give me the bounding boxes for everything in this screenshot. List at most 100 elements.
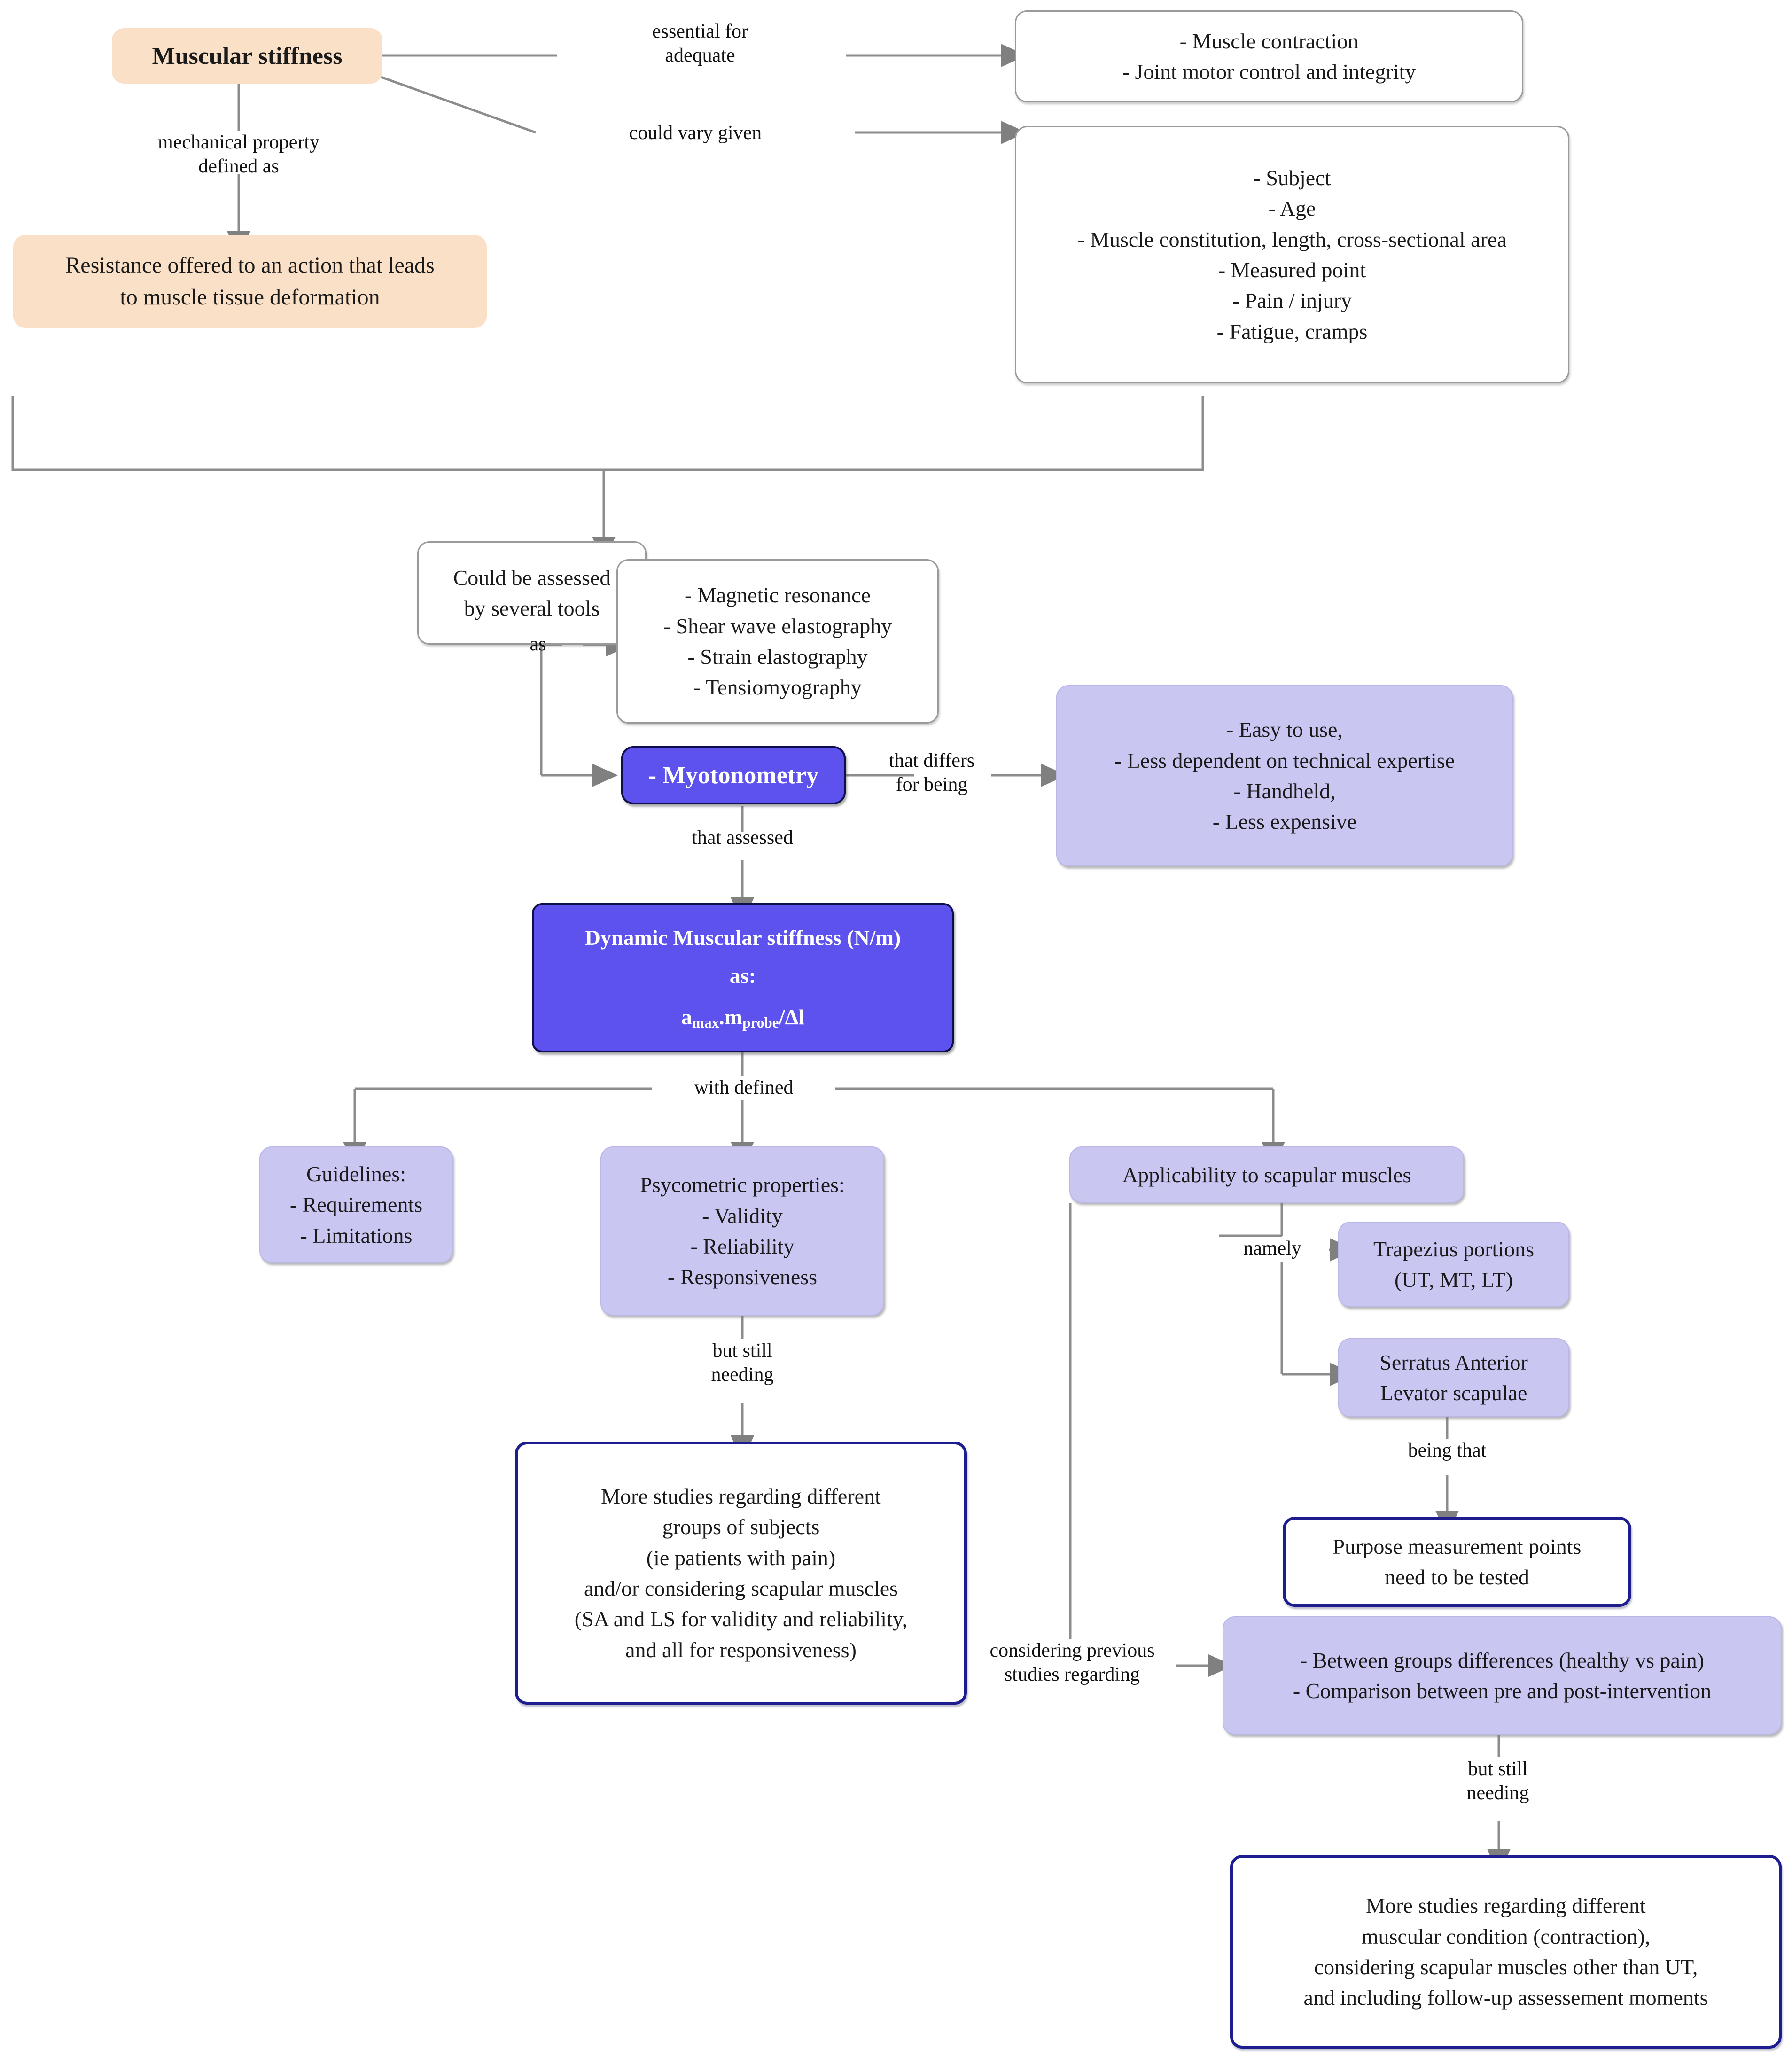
edge-label-considering-previous-studies: considering previous studies regarding — [969, 1639, 1176, 1687]
node-psycometric-line1: Psycometric properties: — [640, 1173, 845, 1197]
node-trapezius-line1: Trapezius portions — [1373, 1237, 1534, 1261]
edge-label-as: as — [512, 632, 564, 656]
edge-label-mechanical-line2: defined as — [198, 156, 279, 178]
node-variation-factors-line4: - Measured point — [1218, 258, 1366, 282]
edge-label-namely-line1: namely — [1243, 1238, 1301, 1259]
node-dynamic-muscular-stiffness[interactable]: Dynamic Muscular stiffness (N/m) as: ama… — [532, 903, 954, 1052]
node-trapezius-portions[interactable]: Trapezius portions (UT, MT, LT) — [1338, 1222, 1569, 1307]
node-more-studies-left-line4: and/or considering scapular muscles — [584, 1576, 898, 1600]
node-more-studies-left-line1: More studies regarding different — [601, 1484, 881, 1509]
node-dynamic-stiffness-formula: amax.mprobe/Δl — [681, 1002, 804, 1033]
node-more-studies-psycometric[interactable]: More studies regarding different groups … — [515, 1442, 967, 1705]
formula-dot-m: .m — [719, 1005, 743, 1029]
node-variation-factors[interactable]: - Subject - Age - Muscle constitution, l… — [1015, 126, 1569, 383]
node-more-studies-left-line3: (ie patients with pain) — [646, 1545, 836, 1570]
node-variation-factors-line3: - Muscle constitution, length, cross-sec… — [1077, 227, 1507, 251]
node-myotonometry-benefits-line1: - Easy to use, — [1226, 717, 1343, 742]
edge-label-that-assessed: that assessed — [648, 826, 836, 850]
node-myotonometry-benefits-line2: - Less dependent on technical expertise — [1114, 748, 1455, 772]
node-resistance-line1: Resistance offered to an action that lea… — [65, 252, 435, 278]
node-previous-studies-line1: - Between groups differences (healthy vs… — [1300, 1648, 1705, 1672]
node-variation-factors-line5: - Pain / injury — [1232, 288, 1352, 313]
node-serratus-line2: Levator scapulae — [1380, 1381, 1527, 1405]
formula-m-subscript: probe — [742, 1014, 779, 1031]
edge-label-that-differs-line1: that differs — [888, 750, 975, 771]
edge-label-could-vary-line1: could vary given — [629, 122, 762, 144]
node-psycometric-line2: - Validity — [702, 1203, 783, 1228]
node-more-studies-conditions[interactable]: More studies regarding different muscula… — [1230, 1855, 1782, 2049]
node-guidelines-line2: - Requirements — [289, 1192, 423, 1217]
node-variation-factors-line1: - Subject — [1253, 166, 1331, 190]
node-more-studies-left-line6: and all for responsiveness) — [625, 1637, 857, 1662]
edge-label-namely: namely — [1216, 1237, 1329, 1261]
edge-label-considering-line1: considering previous — [989, 1640, 1155, 1661]
node-applicability-label: Applicability to scapular muscles — [1122, 1162, 1411, 1187]
node-previous-studies-line2: - Comparison between pre and post-interv… — [1293, 1679, 1712, 1703]
node-more-studies-left-line5: (SA and LS for validity and reliability, — [574, 1607, 908, 1631]
edge-label-but-still-right-line2: needing — [1466, 1782, 1529, 1804]
node-variation-factors-line6: - Fatigue, cramps — [1216, 319, 1368, 343]
edge-label-but-still-left-line2: needing — [711, 1364, 774, 1386]
edge-label-but-still-right-line1: but still — [1468, 1758, 1528, 1780]
node-muscular-stiffness-line1: Muscular stiffness — [152, 42, 343, 70]
node-resistance-definition[interactable]: Resistance offered to an action that lea… — [13, 235, 487, 328]
edge-label-that-assessed-line1: that assessed — [692, 827, 793, 849]
edge-label-with-defined-line1: with defined — [694, 1077, 794, 1099]
edge-label-that-differs-for-being: that differs for being — [864, 749, 1000, 797]
node-myotonometry-benefits-line4: - Less expensive — [1212, 810, 1357, 834]
node-tool-list-line2: - Shear wave elastography — [663, 614, 892, 638]
node-myotonometry-benefits-line3: - Handheld, — [1233, 779, 1336, 803]
edge-label-as-line1: as — [530, 633, 546, 655]
edge-label-that-differs-line2: for being — [896, 774, 968, 796]
node-resistance-line2: to muscle tissue deformation — [120, 285, 380, 310]
edge-label-could-vary-given: could vary given — [531, 121, 860, 145]
edge-label-but-still-needing-left: but still needing — [654, 1339, 831, 1387]
node-tool-list-line4: - Tensiomyography — [693, 675, 862, 700]
node-myotonometry[interactable]: - Myotonometry — [621, 746, 846, 804]
edge-label-mechanical-property: mechanical property defined as — [98, 131, 380, 179]
edge-label-but-still-needing-right: but still needing — [1410, 1757, 1586, 1806]
node-assessed-by-tools-line1: Could be assessed — [453, 565, 611, 590]
node-essential-outcomes-line1: - Muscle contraction — [1179, 29, 1359, 53]
node-tool-list[interactable]: - Magnetic resonance - Shear wave elasto… — [616, 559, 939, 724]
node-essential-outcomes[interactable]: - Muscle contraction - Joint motor contr… — [1015, 10, 1523, 102]
edge-label-essential-line1: essential for — [652, 21, 748, 42]
node-psycometric-properties[interactable]: Psycometric properties: - Validity - Rel… — [600, 1146, 884, 1316]
edge-label-considering-line2: studies regarding — [1004, 1664, 1140, 1686]
node-applicability-scapular[interactable]: Applicability to scapular muscles — [1069, 1146, 1464, 1203]
node-muscular-stiffness[interactable]: Muscular stiffness — [112, 28, 382, 84]
formula-tail: /Δl — [779, 1005, 805, 1029]
node-assessed-by-tools[interactable]: Could be assessed by several tools — [417, 541, 647, 645]
edge-label-with-defined: with defined — [652, 1076, 835, 1100]
node-guidelines[interactable]: Guidelines: - Requirements - Limitations — [259, 1146, 453, 1263]
node-more-studies-right-line3: considering scapular muscles other than … — [1314, 1955, 1698, 1979]
node-assessed-by-tools-line2: by several tools — [464, 596, 600, 620]
node-psycometric-line4: - Responsiveness — [667, 1265, 818, 1289]
node-more-studies-right-line1: More studies regarding different — [1366, 1894, 1646, 1918]
edge-label-being-that-line1: being that — [1408, 1440, 1487, 1461]
node-more-studies-right-line2: muscular condition (contraction), — [1361, 1924, 1651, 1948]
edge-label-essential-line2: adequate — [665, 45, 735, 67]
node-dynamic-stiffness-title: Dynamic Muscular stiffness (N/m) — [584, 926, 901, 950]
node-variation-factors-line2: - Age — [1268, 196, 1316, 221]
node-psycometric-line3: - Reliability — [690, 1234, 795, 1258]
node-tool-list-line3: - Strain elastography — [687, 645, 868, 669]
node-serratus-levator[interactable]: Serratus Anterior Levator scapulae — [1338, 1338, 1569, 1417]
node-more-studies-right-line4: and including follow-up assessement mome… — [1303, 1986, 1708, 2010]
edge-label-mechanical-line1: mechanical property — [158, 132, 319, 153]
node-essential-outcomes-line2: - Joint motor control and integrity — [1122, 60, 1416, 84]
node-previous-studies-findings[interactable]: - Between groups differences (healthy vs… — [1223, 1616, 1782, 1735]
formula-a-subscript: max — [692, 1014, 719, 1031]
edge-label-essential-for-adequate: essential for adequate — [554, 20, 846, 68]
node-purpose-measurement-points[interactable]: Purpose measurement points need to be te… — [1283, 1517, 1631, 1607]
node-dynamic-stiffness-as: as: — [729, 964, 756, 988]
node-purpose-points-line2: need to be tested — [1385, 1565, 1529, 1589]
node-purpose-points-line1: Purpose measurement points — [1332, 1534, 1582, 1558]
formula-a: a — [681, 1005, 692, 1029]
node-tool-list-line1: - Magnetic resonance — [685, 583, 871, 608]
node-myotonometry-benefits[interactable]: - Easy to use, - Less dependent on techn… — [1056, 685, 1513, 866]
node-trapezius-line2: (UT, MT, LT) — [1394, 1268, 1513, 1292]
node-serratus-line1: Serratus Anterior — [1379, 1350, 1528, 1374]
node-guidelines-line3: - Limitations — [300, 1223, 413, 1247]
